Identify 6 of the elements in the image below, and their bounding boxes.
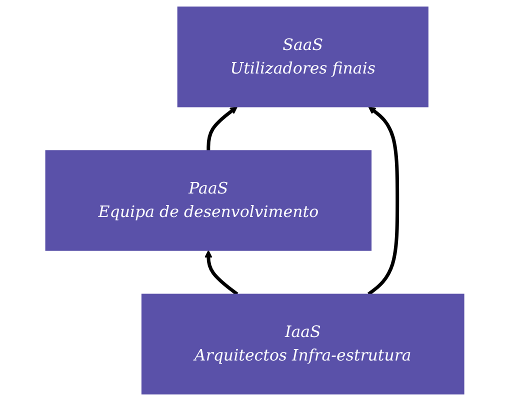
node-box: PaaS Equipa de desenvolvimento bbox=[45, 150, 372, 251]
arrow bbox=[204, 250, 238, 296]
node-box: SaaS Utilizadores finais bbox=[178, 6, 429, 108]
node-box: IaaS Arquitectos Infra-estrutura bbox=[142, 294, 465, 394]
arrow bbox=[206, 106, 238, 151]
arrow bbox=[368, 106, 400, 296]
